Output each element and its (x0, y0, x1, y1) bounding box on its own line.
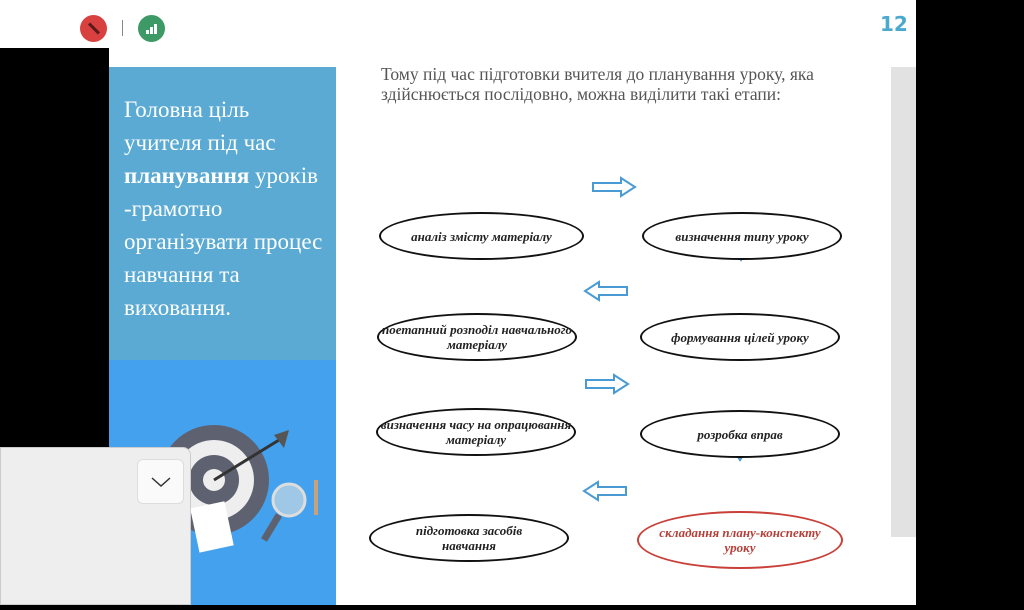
arrow-right-icon (585, 374, 629, 394)
top-toolbar: 12 (0, 0, 916, 48)
page-number: 12 (880, 12, 908, 36)
arrow-right-icon (592, 177, 636, 197)
goal-panel: Головна ціль учителя під час планування … (109, 67, 336, 360)
step-2: визначення типу уроку (642, 212, 842, 260)
goal-text-bold: планування (124, 163, 250, 188)
step-3: формування цілей уроку (640, 313, 840, 361)
signal-strength-icon[interactable] (138, 15, 165, 42)
step-7: складання плану-конспекту уроку (637, 511, 843, 569)
step-8: підготовка засобів навчання (369, 514, 569, 562)
intro-text: Тому під час підготовки вчителя до плану… (381, 64, 814, 104)
scrollbar[interactable] (891, 67, 916, 537)
collapse-button[interactable] (137, 459, 184, 504)
arrow-left-icon (584, 281, 628, 301)
goal-text-2: уроків -грамотно організувати процес нав… (124, 163, 323, 320)
divider (122, 20, 123, 36)
overlay-panel (0, 447, 191, 605)
mic-muted-icon[interactable] (80, 15, 107, 42)
goal-text-1: Головна ціль учителя під час (124, 97, 276, 155)
arrow-left-icon (583, 481, 627, 501)
step-5: визначення часу на опрацювання матеріалу (376, 408, 576, 456)
goal-text: Головна ціль учителя під час планування … (124, 93, 329, 324)
chevron-down-icon (151, 476, 170, 487)
step-4: поетапний розподіл навчального матеріалу (377, 313, 577, 361)
slide: Головна ціль учителя під час планування … (109, 48, 916, 605)
target-illustration (159, 425, 318, 553)
step-1: аналіз змісту матеріалу (379, 212, 584, 260)
step-6: розробка вправ (640, 410, 840, 458)
